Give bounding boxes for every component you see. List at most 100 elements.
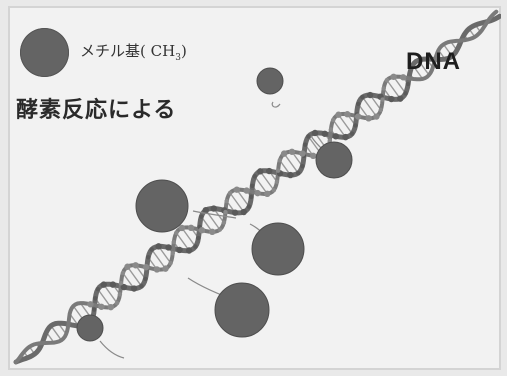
helix-bead [132, 262, 139, 269]
helix-bead [95, 287, 101, 292]
helix-bead [360, 94, 365, 100]
helix-bead [146, 255, 151, 260]
methyl-legend-label: メチル基( CH3) [80, 40, 187, 63]
helix-bead [277, 158, 282, 163]
base-pair-rung [236, 189, 250, 208]
base-pair-rung [50, 325, 62, 341]
methyl-label-text: メチル基 [80, 42, 141, 60]
helix-bead [118, 281, 124, 286]
helix-bead [378, 107, 384, 113]
base-pair-rung [126, 266, 143, 287]
helix-bead [114, 300, 120, 306]
helix-bead [390, 73, 397, 80]
helix-bead [155, 243, 162, 250]
slide: メチル基( CH3) 酵素反応による DNA [8, 6, 501, 370]
helix-bead [199, 214, 204, 219]
base-pair-rung [332, 119, 347, 138]
methyl-formula-suffix: ) [180, 42, 187, 60]
helix-bead [384, 77, 390, 83]
helix-bead [271, 187, 277, 193]
helix-bead [311, 129, 319, 137]
helix-bead [295, 170, 301, 176]
tether-line [271, 101, 281, 108]
slide-subtitle: 酵素反応による [16, 98, 177, 123]
helix-bead [142, 264, 150, 271]
helix-bead [185, 247, 193, 254]
helix-bead [243, 187, 250, 194]
tether-line [99, 340, 125, 359]
helix-bead [264, 190, 271, 198]
methyl-group-circle [76, 314, 104, 342]
base-pair-rung [386, 79, 401, 100]
helix-strand-b [14, 9, 499, 364]
helix-bead [223, 209, 228, 215]
helix-bead [300, 164, 305, 169]
helix-bead [287, 171, 294, 179]
helix-bead [153, 266, 161, 273]
helix-bead [249, 194, 254, 200]
helix-bead [240, 208, 247, 216]
methyl-groups [76, 67, 353, 342]
helix-bead [299, 150, 306, 157]
helix-bead [98, 303, 105, 310]
helix-bead [303, 142, 308, 147]
helix-bead [233, 186, 241, 193]
helix-bead [380, 97, 385, 102]
dna-label: DNA [406, 48, 461, 75]
helix-bead [310, 152, 317, 160]
helix-bead [120, 270, 126, 276]
helix-bead [350, 131, 355, 136]
helix-bead [373, 113, 380, 120]
methyl-group-circle [251, 222, 305, 276]
helix-bead [124, 263, 131, 270]
helix-bead [107, 303, 115, 311]
helix-bead [174, 230, 179, 236]
helix-bead [252, 174, 257, 179]
helix-bead [193, 244, 198, 249]
helix-bead [280, 150, 288, 157]
helix-bead [328, 127, 334, 132]
helix-bead [87, 301, 94, 308]
helix-bead [210, 205, 217, 212]
helix-bead [246, 204, 252, 209]
base-pair-rung [103, 284, 118, 304]
helix-bead [93, 296, 98, 301]
helix-bead [165, 244, 172, 251]
tether-line [192, 210, 237, 219]
base-pair-rung [254, 175, 268, 195]
helix-bead [274, 179, 280, 184]
helix-bead [344, 111, 351, 118]
helix-beads [87, 73, 411, 312]
methyl-group-circle [256, 67, 284, 95]
helix-bead [353, 123, 358, 128]
base-pair-rung [417, 59, 430, 76]
helix-bead [171, 239, 177, 245]
helix-bead [227, 190, 233, 196]
base-pair-rung [151, 249, 167, 270]
methyl-formula-prefix: ( CH [140, 42, 176, 60]
methyl-group-circle [315, 141, 353, 179]
helix-bead [221, 220, 227, 225]
helix-bead [196, 235, 201, 241]
helix-bead [187, 224, 195, 232]
base-pair-rung [158, 245, 172, 264]
methyl-formula-subscript: 3 [175, 53, 181, 63]
helix-bead [170, 251, 175, 256]
helix-bead [356, 101, 361, 107]
base-pair-rung [175, 232, 190, 251]
helix-bead [92, 307, 97, 312]
helix-bead [275, 168, 281, 173]
helix-bead [250, 183, 255, 188]
helix-bead [139, 283, 144, 289]
helix-bead [117, 292, 123, 297]
base-pair-rung [283, 153, 299, 174]
base-pair-rung [337, 114, 353, 135]
helix-bead [321, 130, 328, 137]
helix-bead [366, 91, 374, 99]
base-pair-rung [412, 64, 424, 80]
helix-bead [405, 81, 411, 87]
helix-bead [403, 91, 408, 96]
helix-bead [176, 246, 183, 254]
base-pair-rung [393, 76, 407, 94]
helix-bead [217, 227, 223, 232]
